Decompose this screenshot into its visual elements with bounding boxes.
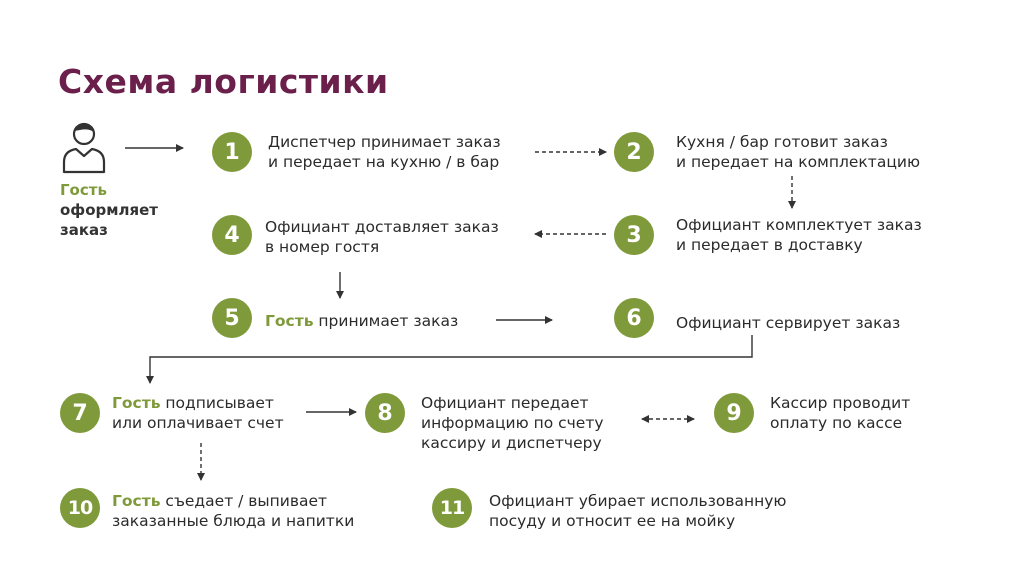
step-3-line-1: Официант комплектует заказ (676, 216, 922, 234)
step-5-line-1: принимает заказ (313, 312, 459, 330)
step-10-highlight: Гость (112, 492, 161, 510)
step-1-text: Диспетчер принимает заказ и передает на … (268, 132, 501, 172)
step-7-highlight: Гость (112, 394, 161, 412)
guest-label: Гость оформляет заказ (60, 180, 158, 240)
guest-highlight: Гость (60, 181, 107, 199)
step-2-line-1: Кухня / бар готовит заказ (676, 133, 888, 151)
step-4-text: Официант доставляет заказ в номер гостя (265, 217, 499, 257)
person-icon (62, 122, 106, 174)
step-8-number: 8 (365, 393, 405, 433)
step-3-line-2: и передает в доставку (676, 236, 863, 254)
step-11-line-2: посуду и относит ее на мойку (489, 512, 736, 530)
step-1-line-1: Диспетчер принимает заказ (268, 133, 501, 151)
step-10-line-2: заказанные блюда и напитки (112, 512, 355, 530)
step-5-number: 5 (212, 298, 252, 338)
step-7-text: Гость подписывает или оплачивает счет (112, 393, 284, 433)
step-7-line-2: или оплачивает счет (112, 414, 284, 432)
step-4-line-2: в номер гостя (265, 238, 380, 256)
page-title: Схема логистики (58, 62, 389, 101)
step-9-number: 9 (714, 393, 754, 433)
arrow-6-to-7 (146, 335, 753, 384)
step-3-text: Официант комплектует заказ и передает в … (676, 215, 922, 255)
step-8-line-2: информацию по счету (421, 414, 604, 432)
guest-line-2: оформляет (60, 201, 158, 219)
step-8-text: Официант передает информацию по счету ка… (421, 393, 604, 453)
step-1-line-2: и передает на кухню / в бар (268, 153, 500, 171)
step-8-line-1: Официант передает (421, 394, 589, 412)
step-9-text: Кассир проводит оплату по кассе (770, 393, 910, 433)
step-6-number: 6 (614, 298, 654, 338)
step-10-text: Гость съедает / выпивает заказанные блюд… (112, 491, 354, 531)
step-6-line-1: Официант сервирует заказ (676, 314, 901, 332)
step-2-line-2: и передает на комплектацию (676, 153, 920, 171)
step-7-line-1-text: подписывает (160, 394, 274, 412)
step-11-number: 11 (432, 488, 472, 528)
step-4-number: 4 (212, 215, 252, 255)
step-9-line-1: Кассир проводит (770, 394, 911, 412)
step-3-number: 3 (614, 215, 654, 255)
step-8-line-3: кассиру и диспетчеру (421, 434, 602, 452)
step-9-line-2: оплату по кассе (770, 414, 903, 432)
step-11-text: Официант убирает использованную посуду и… (489, 491, 786, 531)
step-1-number: 1 (212, 132, 252, 172)
step-7-number: 7 (60, 393, 100, 433)
step-5-highlight: Гость (265, 312, 314, 330)
step-5-text: Гость принимает заказ (265, 311, 458, 331)
step-4-line-1: Официант доставляет заказ (265, 218, 499, 236)
step-2-number: 2 (614, 132, 654, 172)
step-11-line-1: Официант убирает использованную (489, 492, 787, 510)
step-10-line-1-text: съедает / выпивает (160, 492, 328, 510)
guest-line-3: заказ (60, 221, 108, 239)
step-10-number: 10 (60, 488, 100, 528)
step-10-line-1: Гость съедает / выпивает (112, 491, 354, 511)
step-2-text: Кухня / бар готовит заказ и передает на … (676, 132, 920, 172)
step-6-text: Официант сервирует заказ (676, 313, 900, 333)
step-7-line-1: Гость подписывает (112, 393, 284, 413)
